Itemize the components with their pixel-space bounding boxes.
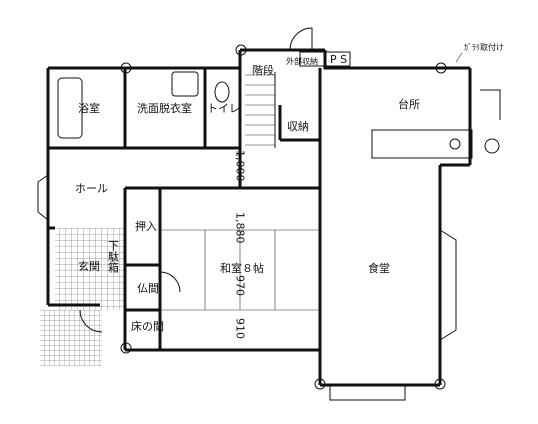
bathtub-icon [57,77,83,139]
toilet-icon [214,81,230,103]
room-label-toilet: トイレ [207,102,240,115]
room-label-entrance: 玄関 [78,259,100,273]
doors [79,27,501,333]
stairs-treads [245,72,276,148]
stove-burner-icon [449,138,461,150]
columns [120,44,447,390]
room-label-butsuma: 仏間 [137,282,159,295]
room-label-washroom: 洗面脱衣室 [137,101,192,115]
porch-tiles [40,310,102,366]
room-label-oshiire: 押入 [135,219,157,233]
dimension-label-2: 1,880 [234,212,247,244]
room-label-hall: ホール [75,182,108,195]
room-label-outdoor-storage: 外部収納 [286,56,318,66]
note-glass-mount: ｶﾞﾗﾘ取付け [464,42,504,52]
room-label-stairs: 階段 [252,63,274,77]
room-label-storage: 収納 [287,120,309,133]
room-label-bath: 浴室 [78,101,100,115]
room-label-shoe-box: 下駄箱 [107,240,120,274]
bay-windows [37,174,457,401]
fan-icon [484,138,500,154]
room-label-tokonoma: 床の間 [131,319,164,333]
dimension-label-3: 970 [234,275,247,296]
fixtures [57,51,500,159]
dimension-label-1: 1,000 [234,150,247,182]
wash-basin-icon [171,71,199,97]
tatami-layout [159,187,321,351]
room-label-washitsu: 和室８帖 [220,261,264,275]
kitchen-counter-icon [371,129,473,159]
room-label-kitchen: 台所 [398,97,420,111]
entrance-floor-tiles [55,228,125,310]
dimension-label-4: 910 [234,318,247,339]
room-label-ps: P S [330,53,347,66]
room-label-dining: 食堂 [368,261,390,275]
